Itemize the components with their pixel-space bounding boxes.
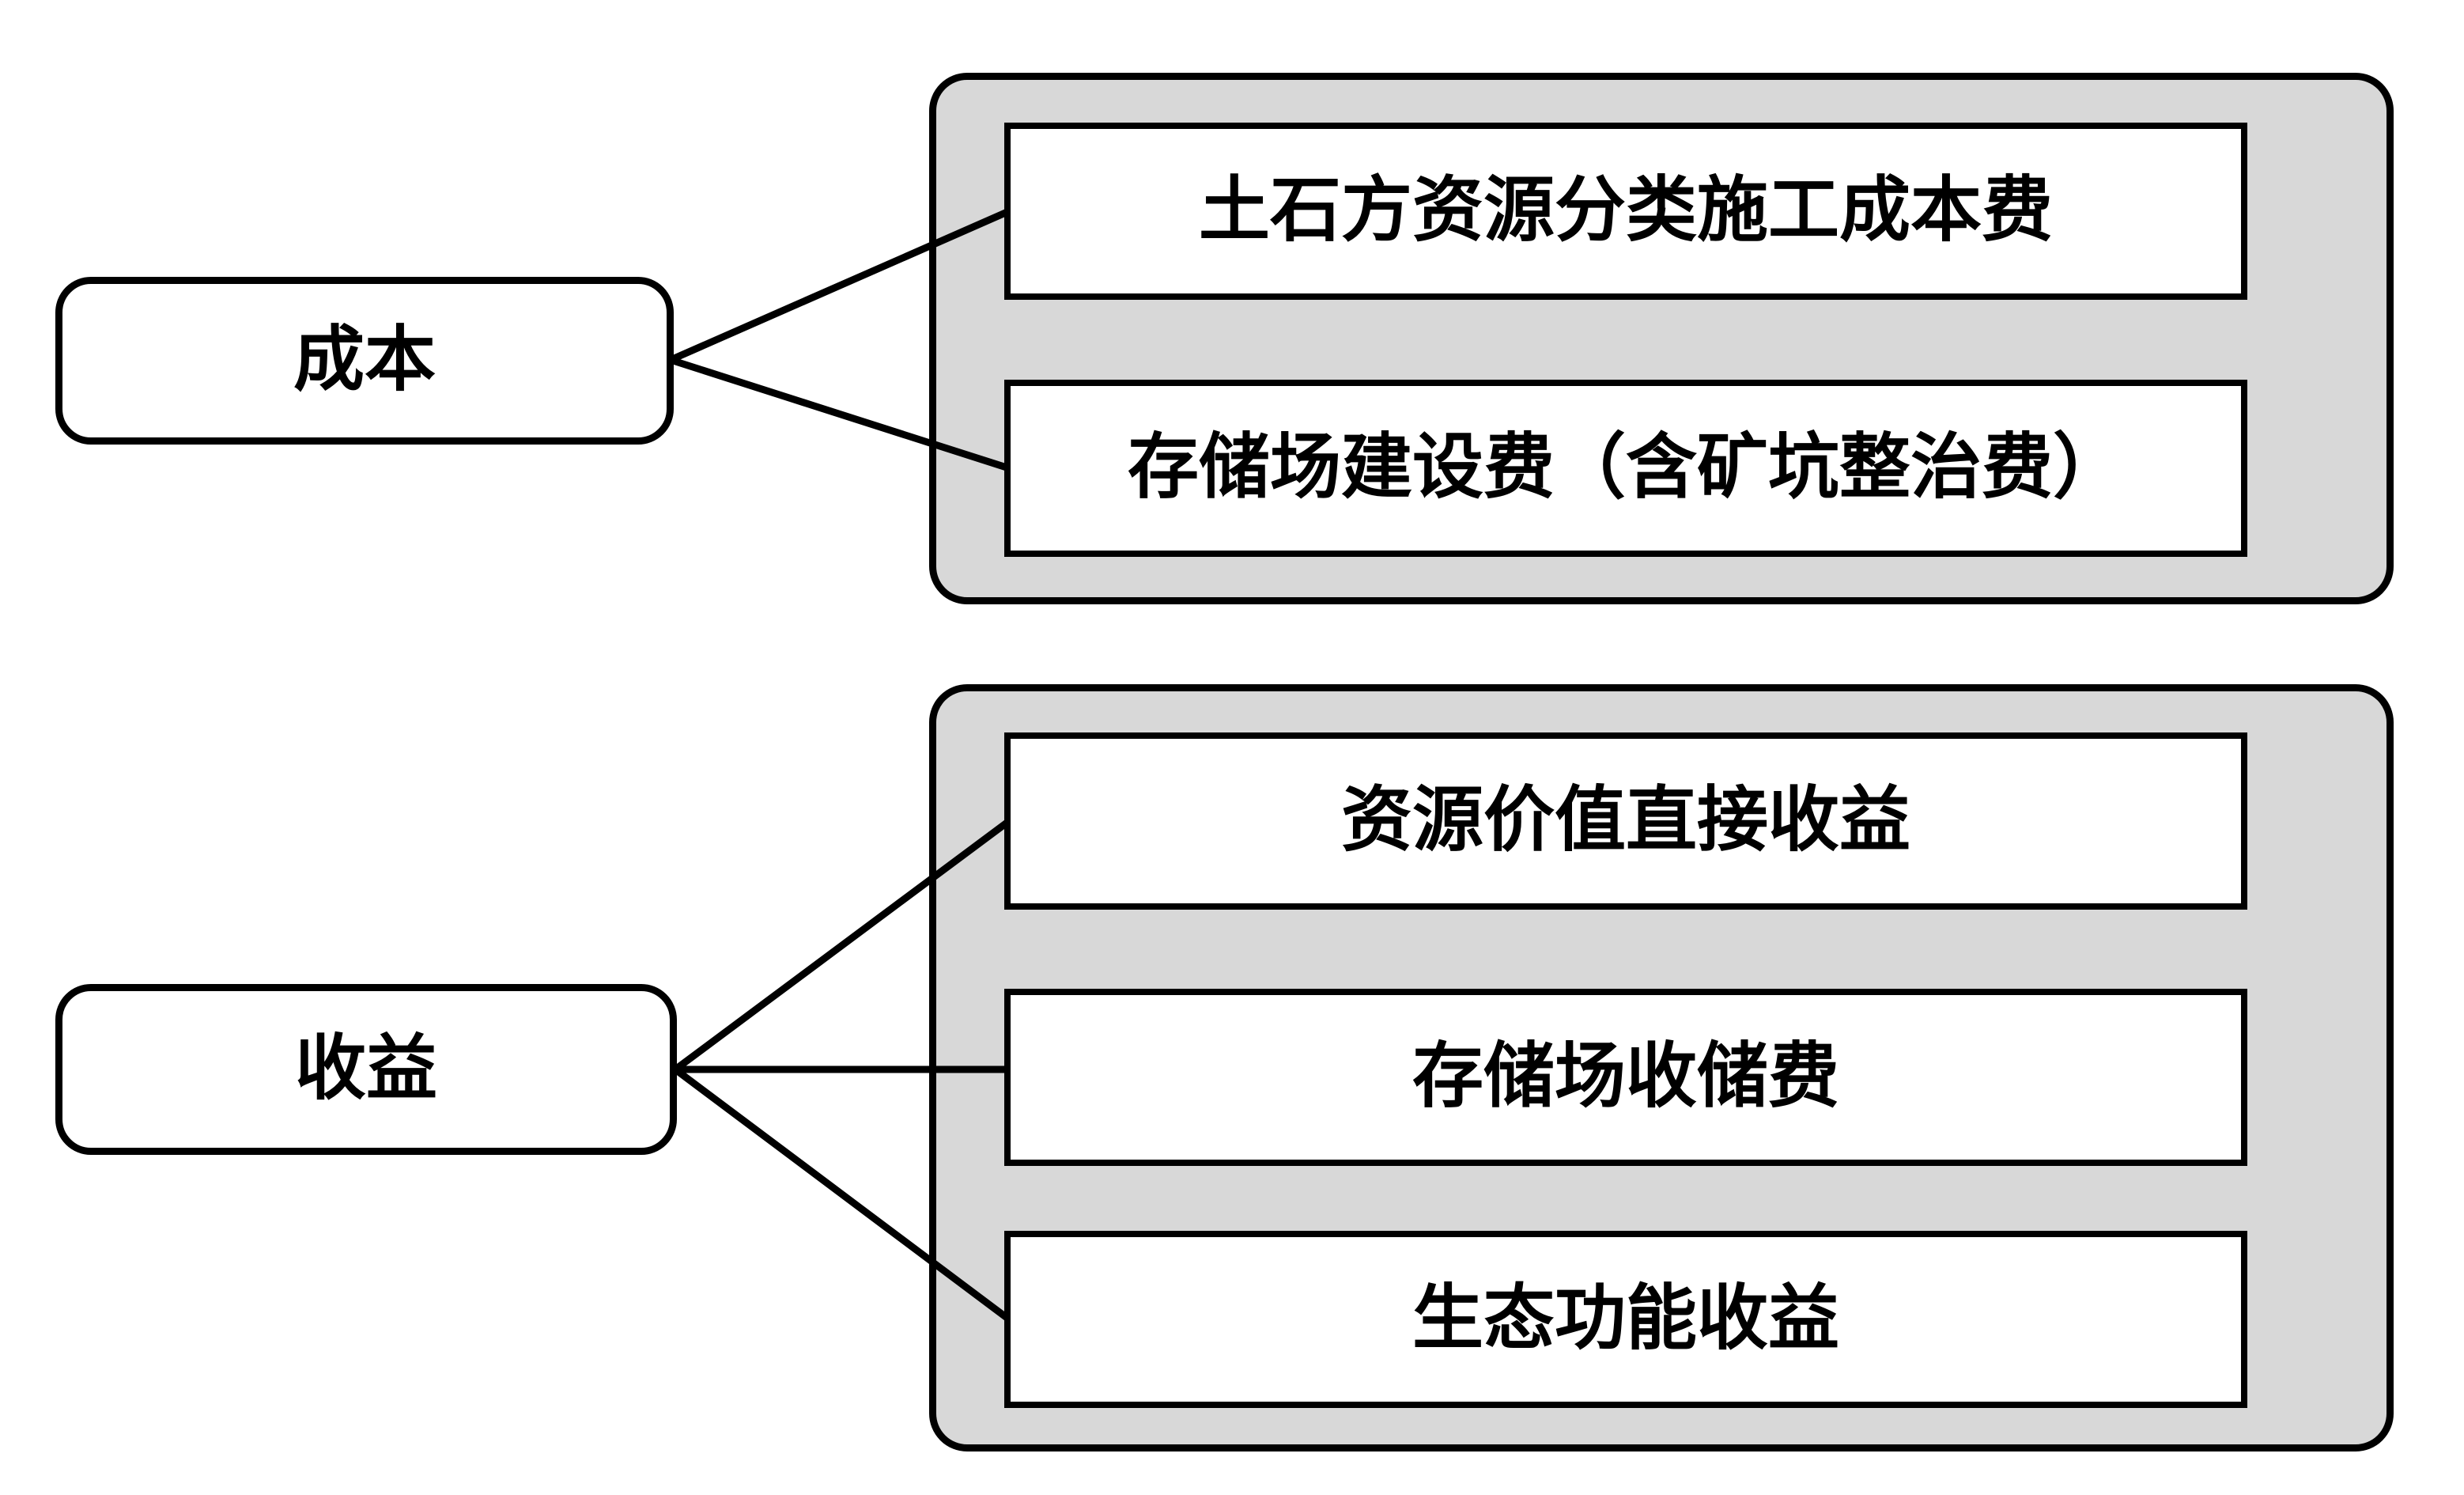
item-label: 资源价值直接收益 <box>1341 782 1910 860</box>
item-cost-construction-fee: 土石方资源分类施工成本费 <box>1004 123 2247 300</box>
node-cost-label: 成本 <box>293 321 436 399</box>
connector-benefit-to-item-0 <box>673 818 1011 1073</box>
item-ecological-function-benefit: 生态功能收益 <box>1004 1231 2247 1408</box>
connector-cost-to-item-0 <box>669 207 1011 364</box>
item-storage-yard-construction-fee: 存储场建设费（含矿坑整治费） <box>1004 380 2247 557</box>
item-resource-value-direct-benefit: 资源价值直接收益 <box>1004 732 2247 910</box>
node-benefit: 收益 <box>55 984 677 1155</box>
node-benefit-label: 收益 <box>295 1030 437 1108</box>
connector-benefit-to-item-2 <box>673 1066 1011 1323</box>
item-label: 生态功能收益 <box>1412 1280 1839 1358</box>
item-label: 存储场建设费（含矿坑整治费） <box>1128 429 2124 507</box>
node-cost: 成本 <box>55 277 674 445</box>
item-label: 存储场收储费 <box>1412 1038 1839 1116</box>
connector-cost-to-item-1 <box>669 356 1011 472</box>
item-label: 土石方资源分类施工成本费 <box>1199 172 2053 250</box>
item-storage-yard-storage-fee: 存储场收储费 <box>1004 989 2247 1166</box>
